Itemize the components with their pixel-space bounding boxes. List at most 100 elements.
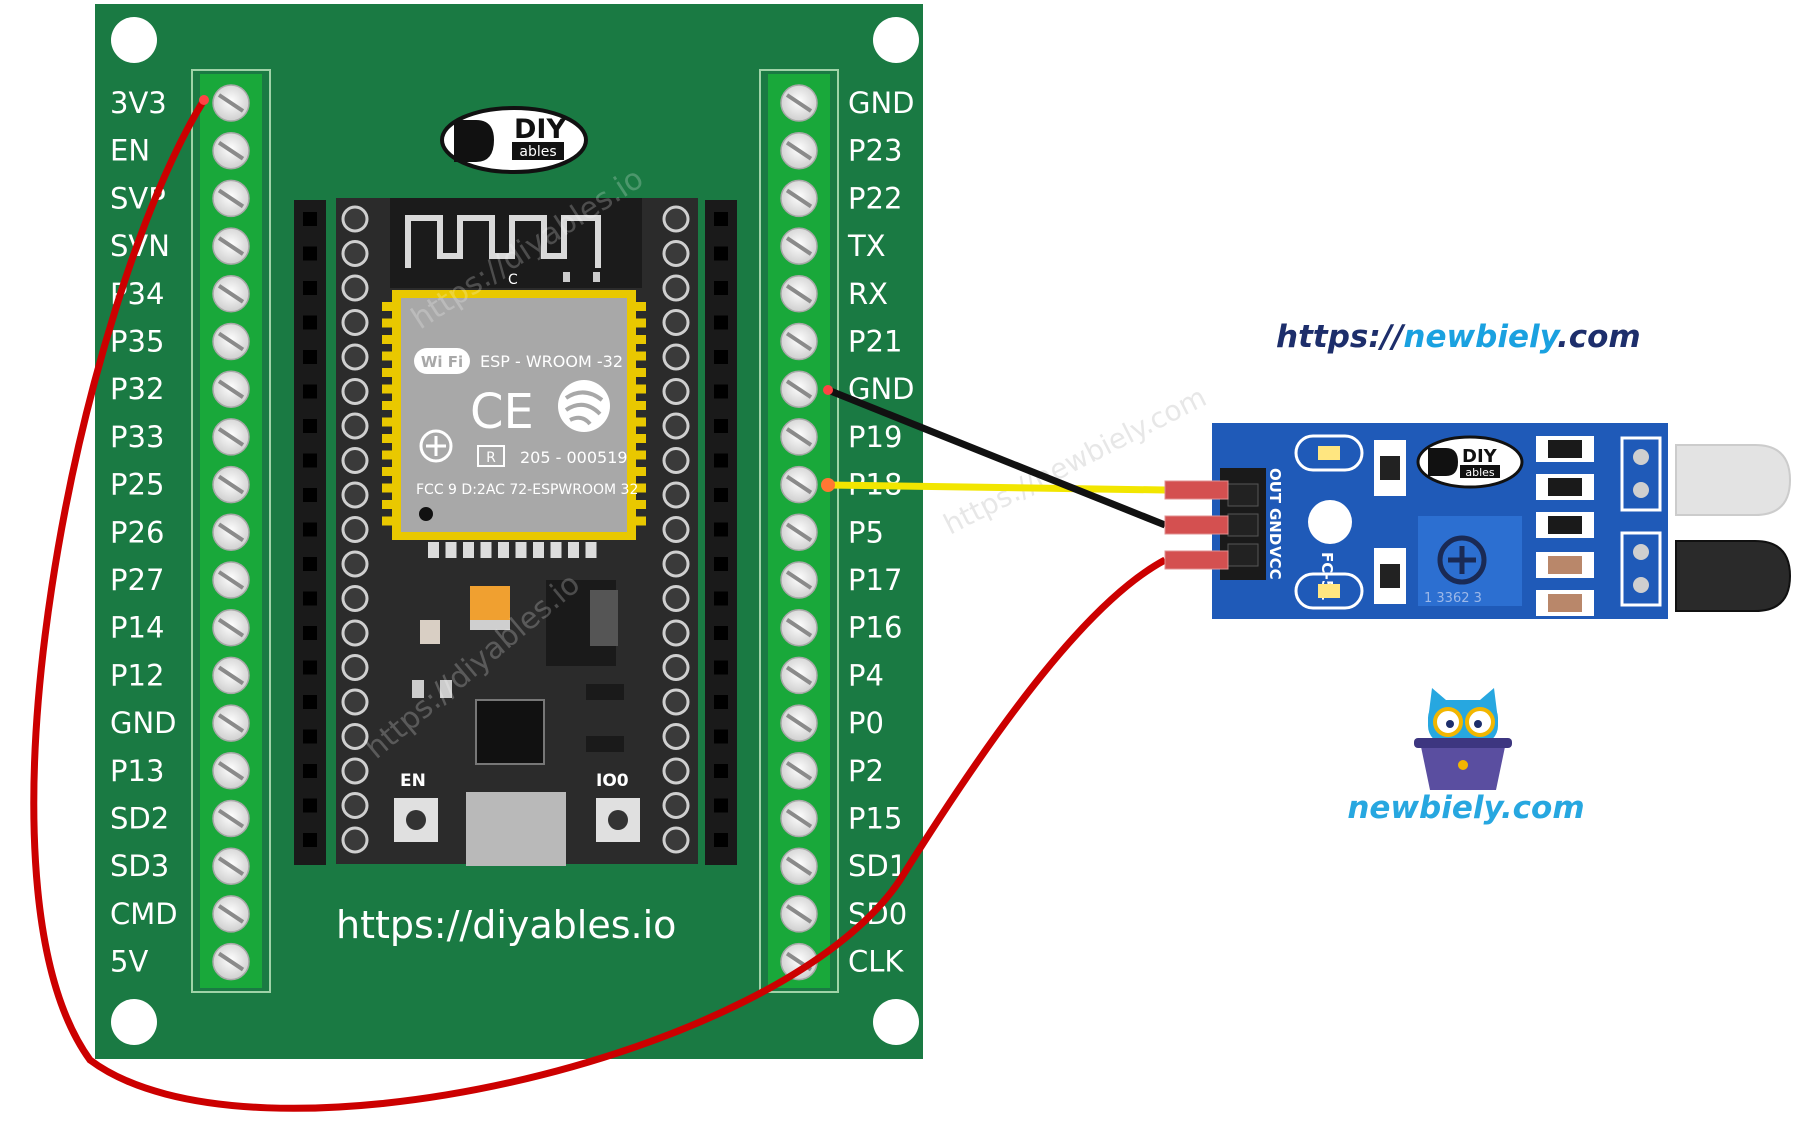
smd-part xyxy=(440,680,452,698)
header-hole xyxy=(714,488,728,502)
screw-slot xyxy=(785,522,813,542)
devkit-pad xyxy=(341,826,369,854)
left-terminal-frame xyxy=(191,69,271,993)
header-hole xyxy=(714,522,728,537)
screw-slot xyxy=(217,427,245,447)
wire-ground xyxy=(826,386,1167,529)
devkit-pad xyxy=(662,550,690,578)
screw-slot xyxy=(217,284,245,304)
module-pin xyxy=(382,302,394,311)
module-pin xyxy=(445,542,457,558)
devkit-pad xyxy=(341,412,369,440)
cert-id: 205 - 000519 xyxy=(520,448,628,467)
left-pin-label: P13 xyxy=(110,754,164,788)
module-pin xyxy=(382,318,394,328)
sensor-pin-label-gnd: GND xyxy=(1266,508,1284,545)
header-hole xyxy=(303,281,317,295)
screw-slot xyxy=(217,856,245,876)
module-pin xyxy=(634,483,646,493)
obstacle-led xyxy=(1318,584,1340,598)
left-screw-terminals xyxy=(212,84,250,981)
devkit-pad xyxy=(341,585,369,612)
right-pin-label: P2 xyxy=(848,754,884,788)
module-pin xyxy=(382,335,394,344)
en-button-label: EN xyxy=(400,771,426,791)
module-pin xyxy=(634,384,646,394)
wifi-badge xyxy=(414,348,470,374)
io0-button-cap[interactable] xyxy=(608,810,628,830)
right-pin-label: P5 xyxy=(848,515,884,549)
wifi-badge-text: Wi Fi xyxy=(421,353,463,371)
header-hole xyxy=(303,764,317,778)
left-pin-label: CMD xyxy=(110,897,178,931)
module-pin xyxy=(382,351,394,361)
antenna-mark: C xyxy=(508,272,518,288)
wire-end xyxy=(821,478,835,492)
smd-part xyxy=(563,272,570,282)
devkit-pad xyxy=(662,826,690,854)
en-button-cap[interactable] xyxy=(406,810,426,830)
module-pin xyxy=(568,542,579,558)
smd-component-body xyxy=(1548,478,1582,496)
header-hole xyxy=(303,212,317,226)
pin1-dot xyxy=(419,507,433,521)
diode xyxy=(586,736,624,752)
right-pin-label: P22 xyxy=(848,181,902,215)
left-pin-label: SD2 xyxy=(110,802,169,836)
header-hole xyxy=(714,591,728,606)
header-hole xyxy=(714,660,728,675)
resistor-body xyxy=(1380,456,1400,480)
module-pin xyxy=(382,483,394,493)
wire-end xyxy=(823,385,833,395)
header-hole xyxy=(303,384,317,399)
smd-component-body xyxy=(1548,556,1582,574)
module-pin xyxy=(634,450,646,460)
module-pin xyxy=(634,417,646,427)
board-url: https://diyables.io xyxy=(336,903,676,947)
header-hole xyxy=(303,315,317,330)
smd-component-body xyxy=(1548,594,1582,612)
right-pin-label: P0 xyxy=(848,706,884,740)
module-pin xyxy=(382,434,394,443)
usb-connector xyxy=(466,792,566,866)
devkit-pad xyxy=(341,654,369,681)
header-hole xyxy=(303,419,317,433)
devkit-pad xyxy=(341,757,369,785)
module-pin xyxy=(382,401,394,410)
receiver-outline xyxy=(1620,531,1662,607)
screw-slot xyxy=(785,856,813,876)
wires xyxy=(30,95,1229,1112)
header-hole xyxy=(303,626,317,640)
owl-mascot-icon xyxy=(1414,688,1512,790)
module-pin xyxy=(382,417,394,427)
mounting-hole xyxy=(111,17,157,63)
diyables-logo: DIY ables xyxy=(440,106,588,174)
regulator-tab xyxy=(590,590,618,646)
pot-knob[interactable] xyxy=(1437,535,1487,585)
header-pin xyxy=(1227,483,1259,507)
module-pin xyxy=(463,542,474,558)
screw-slot xyxy=(785,427,813,447)
screw-slot xyxy=(217,379,245,399)
sensor-pin-label-out: OUT xyxy=(1266,468,1284,504)
connector-gnd xyxy=(1164,515,1229,535)
devkit-pad xyxy=(662,240,690,267)
right-pin-label: RX xyxy=(848,277,888,311)
screw-slot xyxy=(785,713,813,733)
devkit-pad xyxy=(341,516,369,543)
left-pin-label: SD3 xyxy=(110,849,169,883)
header-hole xyxy=(714,246,728,261)
mounting-hole xyxy=(111,999,157,1045)
right-pin-label: CLK xyxy=(848,945,904,979)
devkit-pad xyxy=(341,378,369,405)
left-pin-label: P27 xyxy=(110,563,164,597)
led-outline xyxy=(1294,572,1364,610)
module-bottom-pins xyxy=(428,542,597,558)
screw-slot xyxy=(785,570,813,590)
screw-slot xyxy=(217,665,245,686)
antenna-trace xyxy=(405,215,601,268)
screw-slot xyxy=(785,236,813,256)
header-hole xyxy=(303,522,317,537)
pot-cross xyxy=(1448,546,1476,574)
smd-part xyxy=(593,272,600,282)
